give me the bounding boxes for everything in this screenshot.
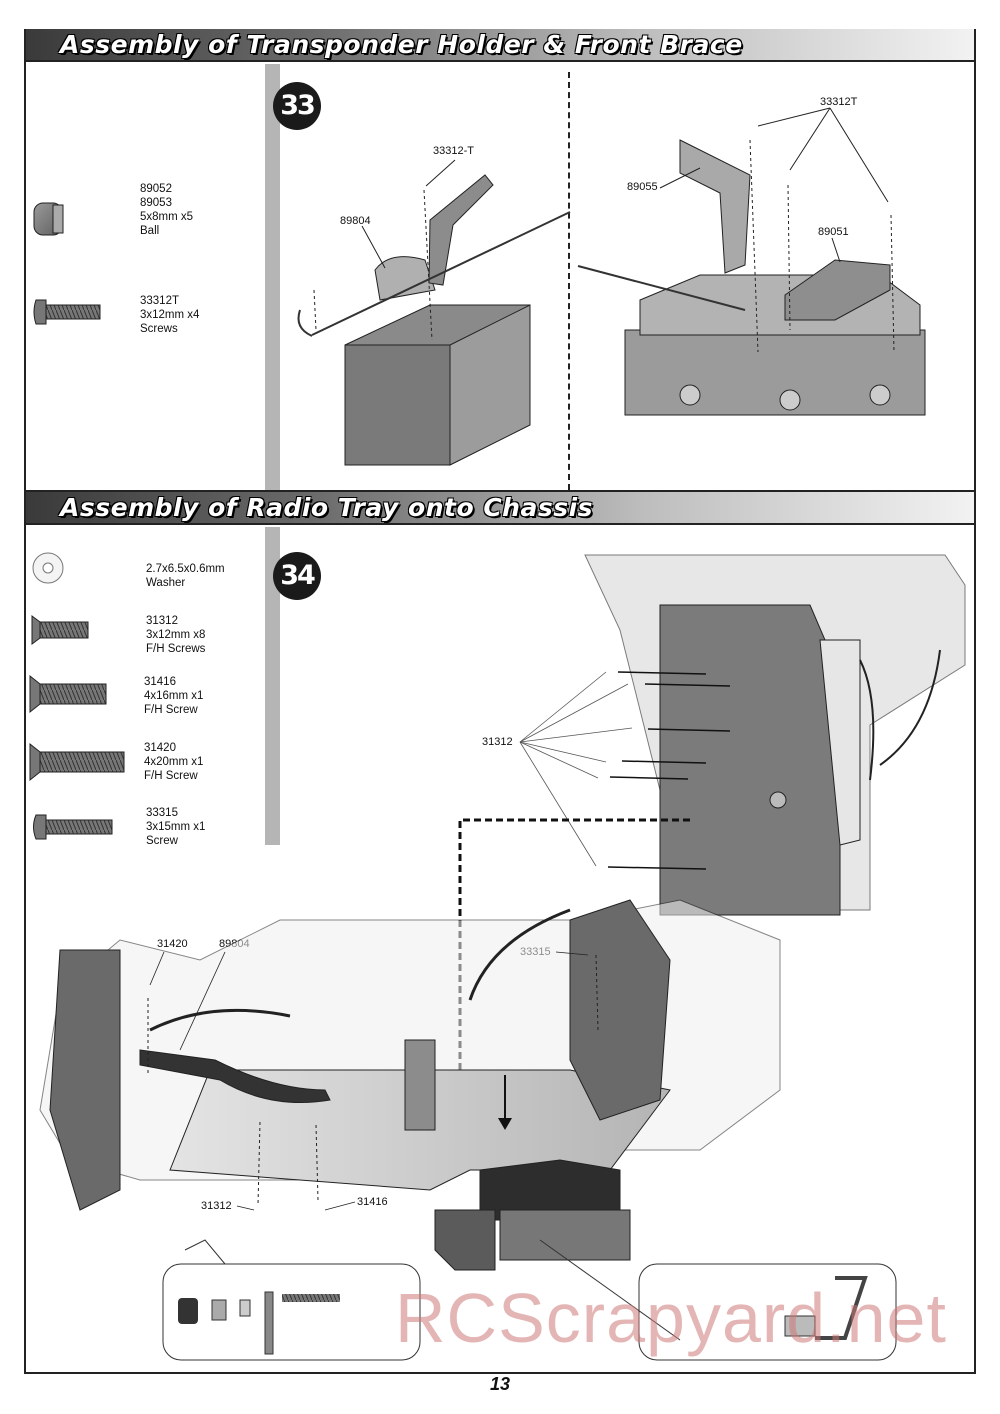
step-number: 34 (273, 552, 321, 600)
detail-box-left (162, 1239, 421, 1361)
section-title: Assembly of Transponder Holder & Front B… (60, 30, 743, 59)
callout-label: 33312T (820, 96, 858, 108)
down-arrow-head (498, 1118, 512, 1130)
divider-bar (265, 527, 280, 845)
divider-bar (265, 64, 280, 490)
screw-icon (33, 299, 101, 325)
fh-screw-icon (31, 615, 89, 645)
screw-arrows (607, 671, 731, 870)
dashed-divider (568, 72, 570, 490)
part-screw-label: 33312T 3x12mm x4 Screws (140, 295, 200, 335)
chassis-detail-view (584, 554, 966, 916)
section-divider (26, 490, 974, 492)
callout-label: 89055 (627, 181, 658, 193)
callout-label: 89804 (340, 215, 371, 227)
ball-icon (33, 202, 64, 236)
callout-label: 31416 (357, 1196, 388, 1208)
callout-label: 31420 (157, 938, 188, 950)
front-brace-assembly (577, 139, 926, 416)
fh-screw-icon (29, 742, 125, 782)
step-number: 33 (273, 82, 321, 130)
part-fh-screw-label: 31416 4x16mm x1 F/H Screw (144, 676, 204, 716)
part-fh-screw-label: 31420 4x20mm x1 F/H Screw (144, 742, 204, 782)
leader-line (425, 159, 456, 187)
leader-line (361, 225, 386, 269)
section-title: Assembly of Radio Tray onto Chassis (60, 493, 594, 522)
washer-icon (32, 552, 64, 584)
part-ball-label: 89052 89053 5x8mm x5 Ball (140, 183, 194, 237)
section-banner-transponder: Assembly of Transponder Holder & Front B… (26, 29, 974, 62)
callout-label: 31312 (482, 736, 513, 748)
watermark: RCScrapyard.net (395, 1279, 947, 1357)
callout-label: 89051 (818, 226, 849, 238)
page-number: 13 (489, 1374, 511, 1394)
section-banner-radio-tray: Assembly of Radio Tray onto Chassis (26, 492, 974, 525)
part-fh-screw-label: 31312 3x12mm x8 F/H Screws (146, 615, 206, 655)
fh-screw-icon (29, 674, 107, 714)
chassis-main-assembly (39, 899, 781, 1271)
leader-lines (659, 107, 889, 263)
assembly-guide-line (313, 289, 317, 331)
screw-icon (33, 814, 113, 840)
leader-lines (149, 951, 589, 1211)
part-screw-label: 33315 3x15mm x1 Screw (146, 807, 206, 847)
part-washer-label: 2.7x6.5x0.6mm Washer (146, 563, 225, 589)
leader-lines (519, 671, 633, 867)
callout-label: 33312-T (433, 145, 474, 157)
detail-box-right (539, 1239, 897, 1361)
assembly-guide-line (423, 189, 433, 341)
front-bulkhead-assembly (297, 174, 571, 466)
callout-label: 31312 (201, 1200, 232, 1212)
assembly-guide-line (749, 139, 895, 353)
assembly-guide-line (147, 954, 599, 1206)
